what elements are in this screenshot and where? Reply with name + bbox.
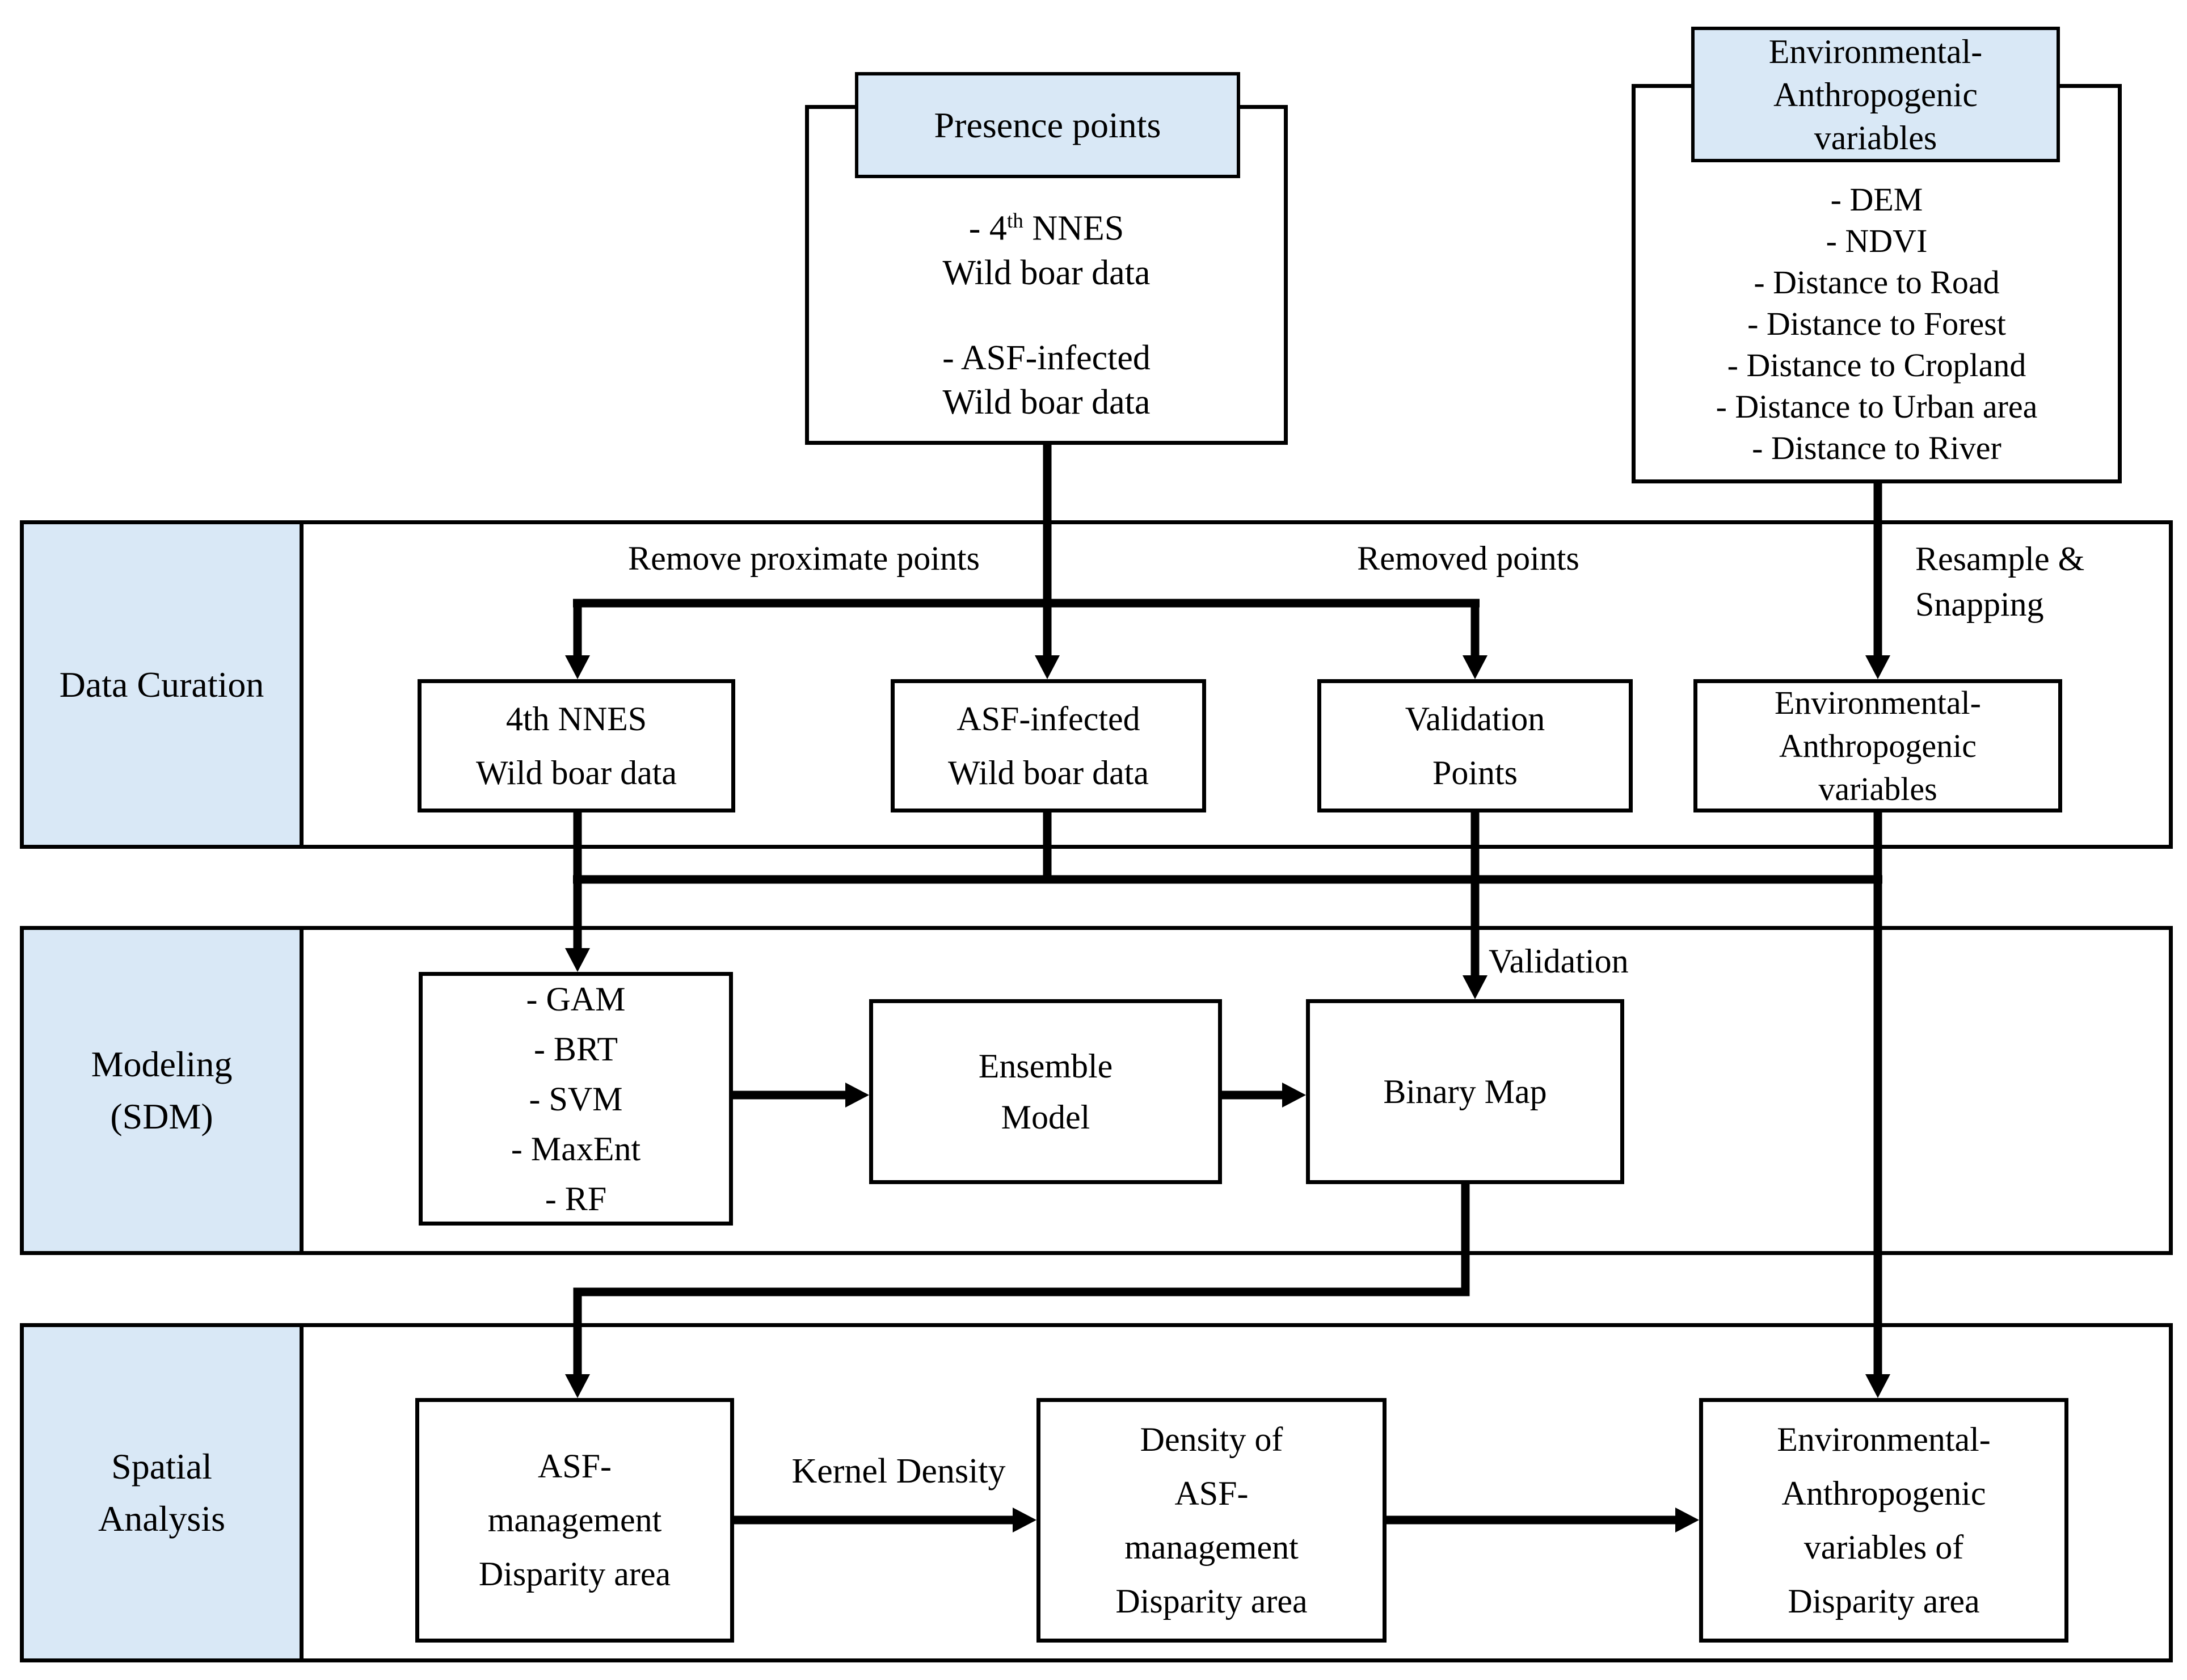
env-curated-line: Anthropogenic — [1779, 727, 1977, 764]
arrowhead-nnes — [565, 655, 590, 679]
env-item: - Distance to Cropland — [1727, 346, 2026, 384]
band-label-text: Data Curation — [59, 664, 264, 705]
validation-points-line: Validation — [1405, 700, 1545, 738]
nnes-line: Wild boar data — [475, 753, 677, 791]
arrowhead-density-in — [1013, 1508, 1036, 1532]
note-resample-line: Snapping — [1915, 586, 2044, 623]
presence-points-header: Presence points — [855, 72, 1240, 178]
ensemble-line: Ensemble — [978, 1047, 1113, 1085]
env-item: - DEM — [1830, 180, 1923, 218]
band-spatial-analysis: Spatial Analysis — [20, 1323, 2173, 1662]
note-remove-proximate-points: Remove proximate points — [628, 540, 980, 577]
band-label-text: Analysis — [98, 1498, 225, 1539]
arrowhead-validation-binary — [1463, 975, 1488, 999]
presence-points-title: Presence points — [934, 104, 1161, 145]
presence-item-asf: - ASF-infected — [942, 338, 1151, 377]
sdm-method: - RF — [545, 1180, 607, 1218]
sdm-method: - BRT — [533, 1030, 618, 1068]
band-data-curation: Data Curation — [20, 520, 2173, 849]
arrowhead-asfman-in — [565, 1374, 590, 1398]
density-line: Density of — [1140, 1420, 1283, 1458]
density-line: ASF- — [1174, 1474, 1249, 1512]
arrowhead-sdm — [565, 948, 590, 972]
presence-item-asf-line2: Wild boar data — [942, 382, 1151, 422]
asf-management-line: ASF- — [537, 1447, 612, 1485]
env-disparity-line: Anthropogenic — [1781, 1474, 1986, 1512]
asf-management-disparity-box: ASF- management Disparity area — [415, 1398, 734, 1643]
band-label-modeling-sdm: Modeling (SDM) — [24, 930, 304, 1251]
arrowhead-env-disparity — [1865, 1374, 1890, 1398]
band-label-text: Spatial — [111, 1446, 212, 1487]
sdm-method: - GAM — [526, 980, 626, 1018]
env-curated-box: Environmental- Anthropogenic variables — [1693, 679, 2062, 812]
env-title-line: Anthropogenic — [1773, 75, 1978, 113]
env-curated-line: Environmental- — [1774, 684, 1981, 721]
nnes-curated-box: 4th NNES Wild boar data — [418, 679, 735, 812]
environmental-variables-header: Environmental- Anthropogenic variables — [1691, 27, 2060, 162]
asf-management-line: management — [487, 1501, 662, 1539]
arrowhead-binary-in — [1282, 1083, 1306, 1108]
env-title-line: variables — [1814, 119, 1937, 157]
wire-binary-elbow — [573, 1184, 1470, 1378]
env-disparity-line: Environmental- — [1777, 1420, 1991, 1458]
band-label-data-curation: Data Curation — [24, 524, 304, 845]
ensemble-model-box: Ensemble Model — [869, 999, 1222, 1184]
env-item: - Distance to River — [1752, 429, 2001, 466]
sdm-method: - MaxEnt — [511, 1130, 641, 1168]
asf-curated-box: ASF-infected Wild boar data — [891, 679, 1206, 812]
env-disparity-box: Environmental- Anthropogenic variables o… — [1699, 1398, 2068, 1643]
note-validation: Validation — [1489, 942, 1629, 980]
band-label-text: (SDM) — [110, 1096, 213, 1136]
env-item: - Distance to Forest — [1747, 305, 2006, 342]
superscript-th: th — [1006, 209, 1023, 233]
note-resample-line: Resample & — [1915, 540, 2085, 578]
asf-management-line: Disparity area — [478, 1555, 671, 1593]
note-removed-points: Removed points — [1357, 540, 1579, 577]
arrowhead-ensemble-in — [845, 1083, 869, 1108]
band-label-spatial-analysis: Spatial Analysis — [24, 1327, 304, 1658]
env-disparity-line: variables of — [1803, 1528, 1964, 1566]
presence-item-nnes-line2: Wild boar data — [942, 253, 1151, 292]
band-label-text: Modeling — [91, 1044, 233, 1084]
arrowhead-envdisp-in — [1675, 1508, 1699, 1532]
note-resample-snapping: Resample & Snapping — [1915, 536, 2084, 627]
env-item: - NDVI — [1826, 222, 1928, 259]
density-line: management — [1124, 1528, 1299, 1566]
note-kernel-density: Kernel Density — [791, 1452, 1006, 1490]
asf-line: ASF-infected — [956, 700, 1140, 738]
band-modeling-sdm: Modeling (SDM) — [20, 926, 2173, 1255]
ensemble-line: Model — [1001, 1098, 1090, 1136]
arrowhead-validation-points — [1463, 655, 1488, 679]
asf-line: Wild boar data — [947, 753, 1149, 791]
env-item: - Distance to Urban area — [1716, 388, 2038, 425]
binary-map-label: Binary Map — [1383, 1072, 1547, 1110]
arrowhead-env-curation — [1865, 655, 1890, 679]
nnes-line: 4th NNES — [505, 700, 647, 738]
density-line: Disparity area — [1115, 1582, 1308, 1620]
density-disparity-box: Density of ASF- management Disparity are… — [1036, 1398, 1387, 1643]
env-curated-line: variables — [1818, 770, 1937, 807]
env-item: - Distance to Road — [1754, 263, 2000, 301]
env-title-line: Environmental- — [1768, 32, 1983, 70]
sdm-methods-box: - GAM - BRT - SVM - MaxEnt - RF — [419, 972, 733, 1226]
validation-points-box: Validation Points — [1317, 679, 1633, 812]
presence-item-nnes: - 4th NNES — [968, 209, 1124, 248]
sdm-method: - SVM — [529, 1080, 623, 1118]
validation-points-line: Points — [1432, 753, 1518, 791]
env-disparity-line: Disparity area — [1788, 1582, 1980, 1620]
binary-map-box: Binary Map — [1306, 999, 1624, 1184]
arrowhead-asf — [1035, 655, 1060, 679]
